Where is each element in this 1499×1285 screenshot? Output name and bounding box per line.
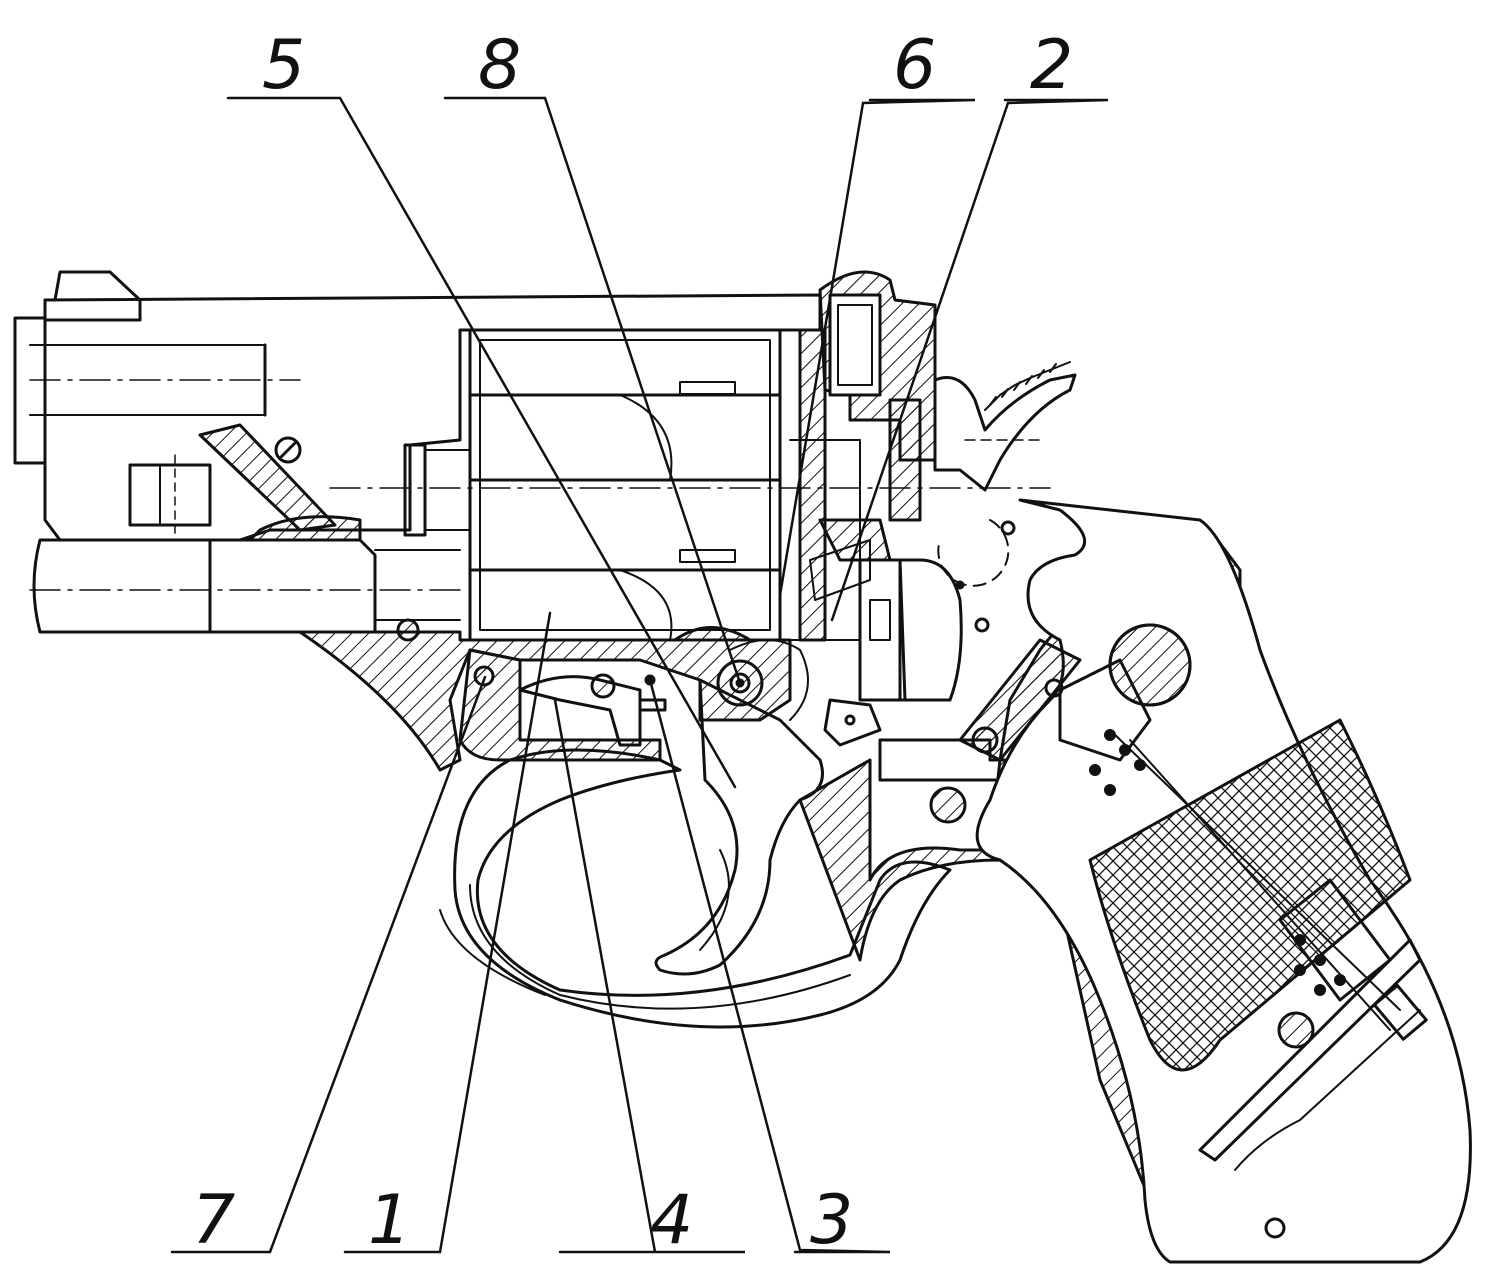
leader-2 — [830, 98, 1109, 622]
callout-8: 8 — [478, 26, 521, 105]
leader-7 — [170, 675, 487, 1254]
callout-5: 5 — [262, 26, 305, 105]
lower-frame — [298, 618, 792, 772]
grip-frame — [798, 498, 1472, 1264]
leader-3 — [648, 678, 891, 1254]
callout-labels: 5 8 6 2 7 1 4 3 — [192, 26, 1073, 1260]
leader-8 — [443, 96, 742, 685]
leader-lines — [170, 96, 1109, 1254]
callout-6: 6 — [893, 26, 936, 105]
callout-1: 1 — [368, 1181, 411, 1260]
leader-4 — [553, 698, 745, 1254]
barrel — [13, 270, 822, 634]
mainspring — [958, 638, 1428, 1041]
recoil-shield — [789, 270, 937, 642]
leader-5 — [226, 96, 737, 789]
leader-6 — [778, 98, 976, 597]
hammer — [933, 361, 1077, 492]
leader-1 — [343, 611, 552, 1254]
callout-3: 3 — [810, 1181, 853, 1260]
callout-4: 4 — [650, 1181, 693, 1260]
callout-2: 2 — [1030, 26, 1073, 105]
callout-7: 7 — [192, 1181, 235, 1260]
